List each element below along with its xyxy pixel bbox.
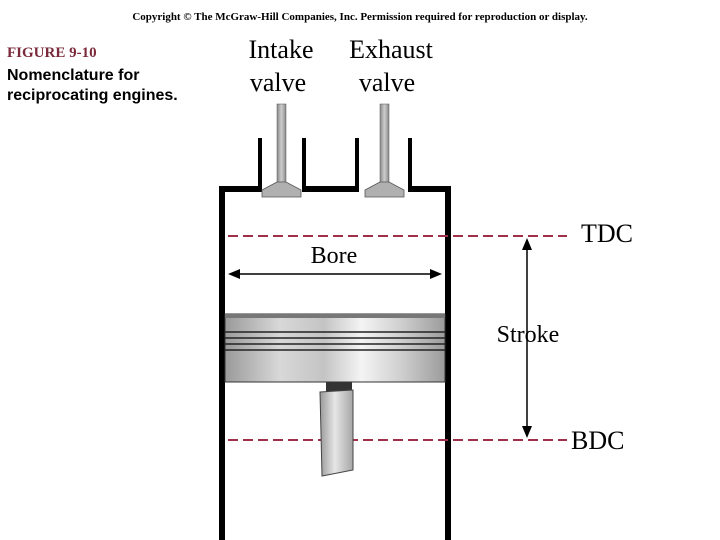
stroke-arrow (522, 238, 532, 438)
exhaust-valve (364, 103, 405, 198)
bdc-label: BDC (571, 426, 624, 455)
cylinder-head (219, 138, 451, 192)
connecting-rod (319, 382, 354, 477)
copyright-notice: Copyright © The McGraw-Hill Companies, I… (132, 11, 588, 23)
bore-label: Bore (311, 243, 358, 269)
intake-label-line2: valve (250, 68, 306, 97)
intake-label-line1: Intake (249, 35, 314, 64)
cylinder-wall-right (445, 186, 451, 540)
piston (224, 313, 446, 383)
intake-valve (261, 103, 302, 198)
exhaust-label-line2: valve (359, 68, 415, 97)
bore-arrow (228, 269, 442, 279)
figure-number: FIGURE 9-10 (7, 45, 97, 61)
cylinder-wall-left (219, 186, 225, 540)
figure-caption: Nomenclature for reciprocating engines. (7, 67, 178, 104)
exhaust-label-line1: Exhaust (349, 35, 434, 64)
tdc-label: TDC (581, 219, 633, 248)
stroke-label: Stroke (497, 322, 560, 348)
